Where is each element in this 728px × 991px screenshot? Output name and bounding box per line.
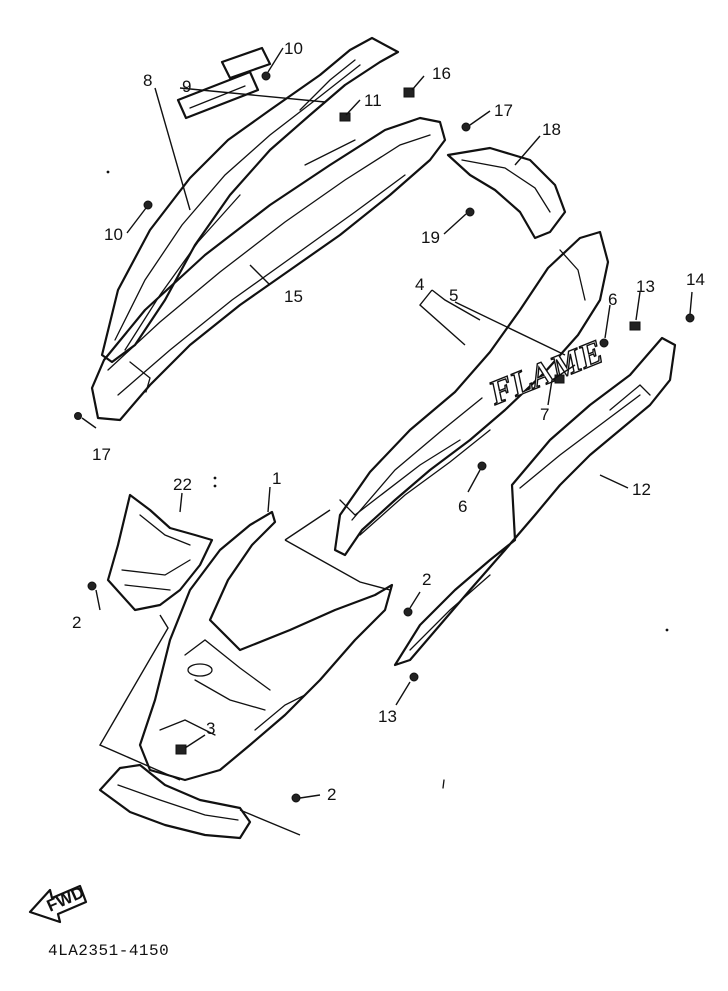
callout-18: 16 <box>432 64 451 83</box>
fasteners <box>74 71 695 803</box>
callout-14: 13 <box>636 277 655 296</box>
callout-7: 7 <box>540 405 549 424</box>
callout-2: 2 <box>422 570 431 589</box>
callout-16: 15 <box>284 287 303 306</box>
callout-11: 11 <box>364 91 382 110</box>
lower-front-skirt <box>98 763 252 840</box>
part-16-side-cover <box>90 116 447 422</box>
callout-8: 8 <box>143 71 152 90</box>
callout-4: 4 <box>415 275 424 294</box>
callout-10: 10 <box>104 225 123 244</box>
callout-17-visible: 17 <box>92 445 111 464</box>
callout-12: 12 <box>632 480 651 499</box>
callout-labels: 10 8 9 16 11 17 18 10 19 15 4 5 6 13 14 … <box>72 39 705 804</box>
part-22-inner-panel <box>106 493 214 612</box>
part-20-rear-cover <box>446 146 567 240</box>
callout-10: 10 <box>284 39 303 58</box>
callout-9: 9 <box>182 77 191 96</box>
callout-6: 6 <box>458 497 467 516</box>
callout-2: 2 <box>327 785 336 804</box>
callout-15: 14 <box>686 270 705 289</box>
fwd-arrow: FWD <box>28 883 88 924</box>
leader-lines <box>81 47 693 836</box>
callout-22: 22 <box>173 475 192 494</box>
callout-21: 19 <box>421 228 440 247</box>
callout-13-visible: 13 <box>378 707 397 726</box>
part-1-leg-shield <box>138 510 394 782</box>
callout-6: 6 <box>608 290 617 309</box>
callout-5: 5 <box>449 286 458 305</box>
callout-19: 17 <box>494 101 513 120</box>
callout-1: 1 <box>272 469 281 488</box>
part-9-decal <box>176 46 272 120</box>
callout-3: 3 <box>206 719 215 738</box>
part-4-center-panel: FLAME <box>333 230 610 557</box>
callout-20: 18 <box>542 120 561 139</box>
reference-code: 4LA2351-4150 <box>48 942 170 960</box>
part-12-right-panel <box>393 336 677 667</box>
callout-2: 2 <box>72 613 81 632</box>
